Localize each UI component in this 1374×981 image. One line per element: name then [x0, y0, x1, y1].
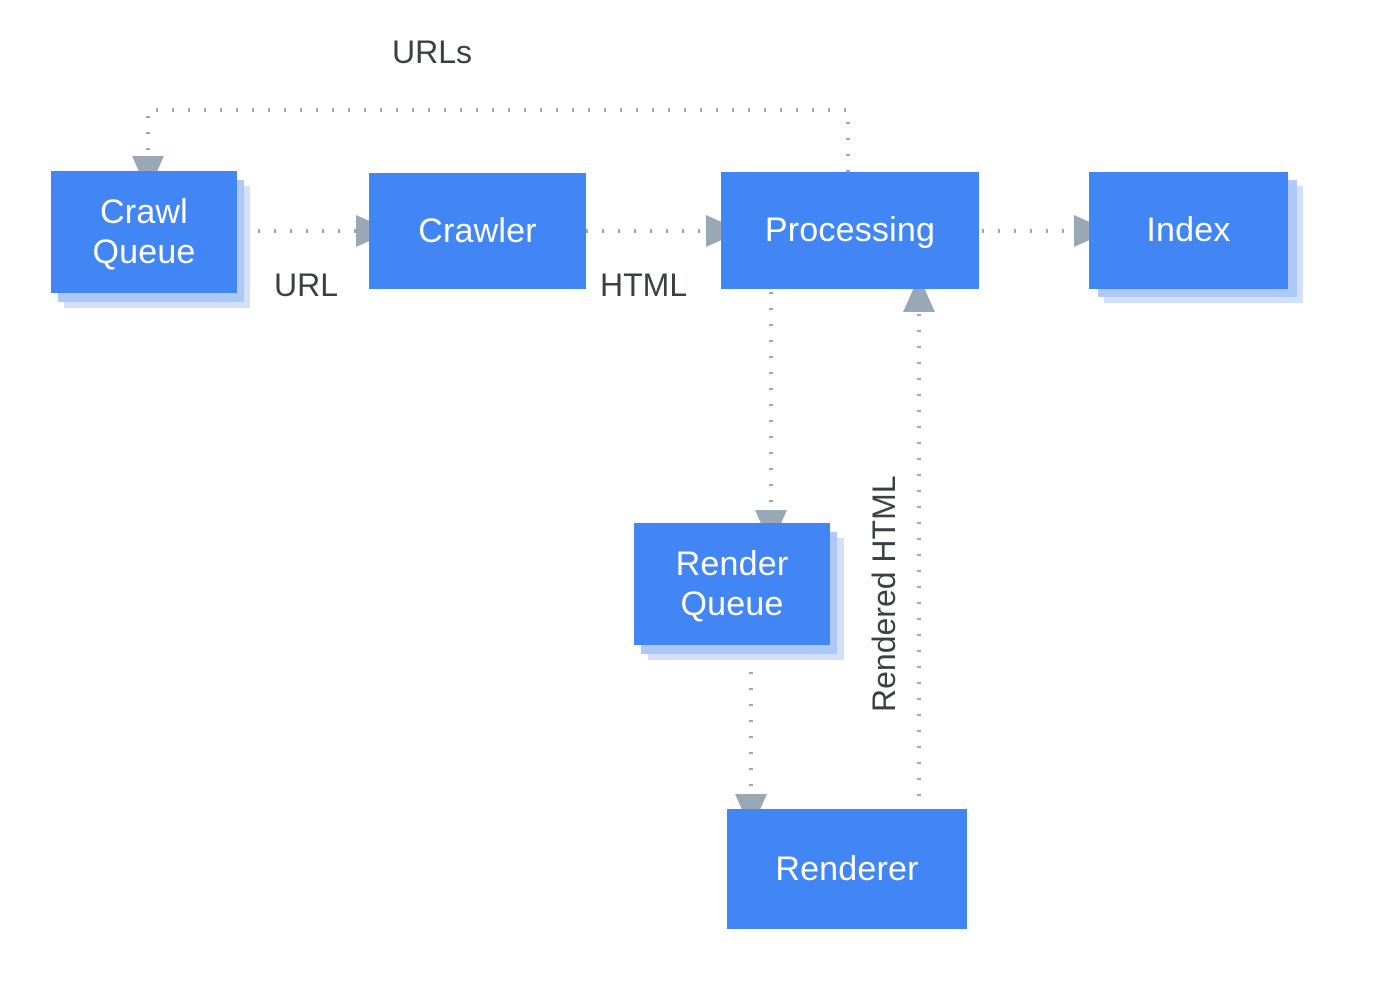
node-crawl-queue[interactable]: Crawl Queue [51, 171, 237, 293]
edge-label-rendered-html: Rendered HTML [866, 475, 902, 712]
node-crawler[interactable]: Crawler [369, 173, 586, 289]
edge-label-urls: URLs [392, 34, 473, 70]
edge-urls[interactable] [132, 108, 850, 192]
edge-label-html: HTML [600, 267, 688, 303]
node-processing[interactable]: Processing [721, 172, 979, 289]
node-index[interactable]: Index [1089, 172, 1288, 289]
edge-label-url: URL [274, 267, 339, 303]
node-renderer[interactable]: Renderer [727, 809, 967, 929]
node-render-queue[interactable]: Render Queue [634, 523, 830, 645]
